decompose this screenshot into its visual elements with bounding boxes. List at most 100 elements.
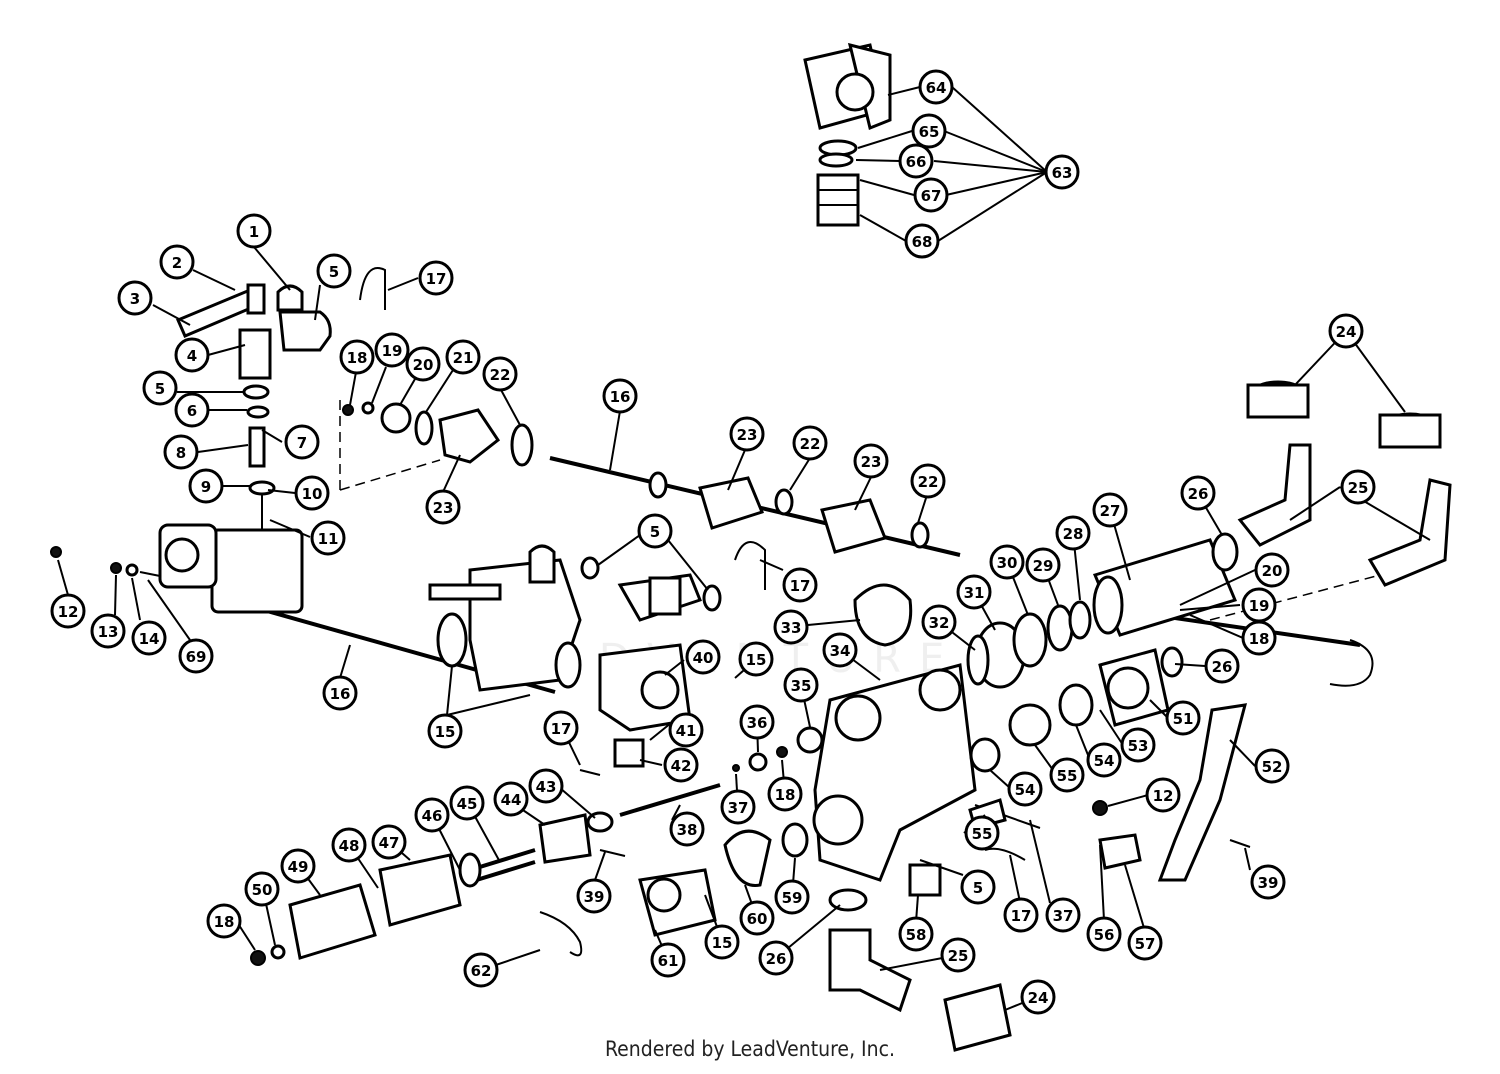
part-callout-5: 5	[960, 869, 996, 905]
callout-circle	[964, 815, 1000, 851]
callout-number: 45	[457, 795, 478, 813]
callout-number: 69	[186, 648, 207, 666]
callout-circle	[1340, 469, 1376, 505]
callout-number: 54	[1015, 781, 1036, 799]
callout-circle	[774, 879, 810, 915]
part-callout-59: 59	[774, 879, 810, 915]
callout-number: 26	[1212, 658, 1233, 676]
callout-circle	[427, 713, 463, 749]
callout-circle	[117, 280, 153, 316]
part-callout-18: 18	[767, 776, 803, 812]
callout-circle	[669, 811, 705, 847]
callout-circle	[131, 620, 167, 656]
part-callout-68: 68	[904, 223, 940, 259]
part-callout-6: 6	[174, 392, 210, 428]
callout-number: 17	[1011, 907, 1032, 925]
callout-number: 26	[1188, 485, 1209, 503]
callout-number: 53	[1128, 737, 1149, 755]
callout-number: 34	[830, 642, 851, 660]
callout-number: 36	[747, 714, 768, 732]
part-callout-26: 26	[758, 940, 794, 976]
callout-number: 68	[912, 233, 933, 251]
callout-number: 18	[214, 913, 235, 931]
callout-circle	[956, 574, 992, 610]
callout-circle	[310, 520, 346, 556]
part-callout-42: 42	[663, 747, 699, 783]
callout-number: 50	[252, 881, 273, 899]
callout-circle	[449, 785, 485, 821]
callout-number: 15	[712, 934, 733, 952]
callout-circle	[1250, 864, 1286, 900]
callout-number: 22	[800, 435, 821, 453]
callout-circle	[280, 848, 316, 884]
part-callout-54: 54	[1007, 771, 1043, 807]
part-callout-22: 22	[482, 356, 518, 392]
part-callout-64: 64	[918, 69, 954, 105]
callout-circle	[1127, 925, 1163, 961]
callout-number: 39	[584, 888, 605, 906]
part-callout-20: 20	[405, 346, 441, 382]
part-callout-15: 15	[704, 924, 740, 960]
part-callout-52: 52	[1254, 748, 1290, 784]
callout-number: 49	[288, 858, 309, 876]
part-callout-26: 26	[1180, 475, 1216, 511]
callout-number: 15	[746, 651, 767, 669]
callout-number: 23	[861, 453, 882, 471]
callout-number: 55	[972, 825, 993, 843]
callout-circle	[50, 593, 86, 629]
callout-circle	[989, 544, 1025, 580]
callout-number: 60	[747, 910, 768, 928]
callout-number: 48	[339, 837, 360, 855]
callout-circle	[960, 869, 996, 905]
part-callout-61: 61	[650, 942, 686, 978]
part-callout-3: 3	[117, 280, 153, 316]
part-callout-62: 62	[463, 952, 499, 988]
part-callout-18: 18	[206, 903, 242, 939]
callout-circle	[663, 747, 699, 783]
callout-circle	[1204, 648, 1240, 684]
part-callout-37: 37	[720, 789, 756, 825]
callout-number: 1	[249, 223, 259, 241]
callout-circle	[792, 425, 828, 461]
part-callout-7: 7	[284, 424, 320, 460]
callout-circle	[163, 434, 199, 470]
callout-circle	[576, 878, 612, 914]
callout-circle	[1120, 727, 1156, 763]
callout-circle	[668, 712, 704, 748]
part-callout-26: 26	[1204, 648, 1240, 684]
part-callout-2: 2	[159, 244, 195, 280]
callout-circle	[322, 675, 358, 711]
callout-number: 3	[130, 290, 140, 308]
part-callout-15: 15	[738, 641, 774, 677]
callout-circle	[1045, 897, 1081, 933]
callout-circle	[188, 468, 224, 504]
part-callout-38: 38	[669, 811, 705, 847]
part-callout-21: 21	[445, 339, 481, 375]
callout-circle	[294, 475, 330, 511]
callout-circle	[911, 113, 947, 149]
callout-number: 18	[775, 786, 796, 804]
callout-number: 33	[781, 619, 802, 637]
callout-circle	[543, 710, 579, 746]
part-callout-12: 12	[1145, 777, 1181, 813]
part-callout-39: 39	[576, 878, 612, 914]
callout-circle	[371, 824, 407, 860]
callout-circle	[236, 213, 272, 249]
part-callout-34: 34	[822, 632, 858, 668]
callout-circle	[783, 667, 819, 703]
callout-circle	[898, 916, 934, 952]
callout-number: 55	[1057, 767, 1078, 785]
callout-circle	[1049, 757, 1085, 793]
part-callout-37: 37	[1045, 897, 1081, 933]
callout-number: 19	[382, 342, 403, 360]
callout-circle	[720, 789, 756, 825]
callout-number: 17	[790, 577, 811, 595]
leader-lines	[57, 86, 1431, 1011]
callout-circle	[1254, 748, 1290, 784]
part-callout-22: 22	[910, 463, 946, 499]
callout-circle	[1086, 916, 1122, 952]
callout-number: 30	[997, 554, 1018, 572]
callout-number: 26	[766, 950, 787, 968]
